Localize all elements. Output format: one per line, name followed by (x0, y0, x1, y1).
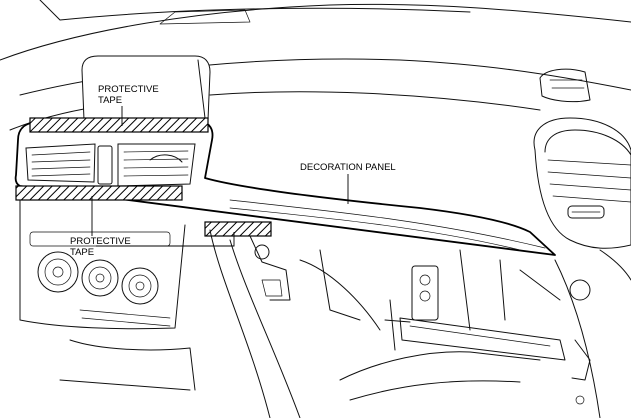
label-protective-tape-top-line1: PROTECTIVE (98, 84, 159, 95)
label-protective-tape-bottom-line1: PROTECTIVE (70, 236, 131, 247)
knob-center (81, 259, 119, 297)
knob-right (121, 267, 159, 305)
center-air-vents (25, 143, 196, 187)
protective-tape-top (29, 117, 209, 133)
label-protective-tape-bottom-line2: TAPE (70, 247, 94, 258)
label-protective-tape-top: PROTECTIVE TAPE (98, 84, 159, 126)
climate-control-panel (19, 199, 196, 391)
label-decoration-panel: DECORATION PANEL (300, 162, 396, 204)
label-decoration-panel-text: DECORATION PANEL (300, 162, 396, 173)
lower-dashboard (209, 229, 631, 418)
center-display (81, 55, 211, 121)
protective-tape-bottom-left (15, 185, 183, 201)
protective-tape-bottom-right (204, 221, 272, 237)
label-protective-tape-top-line2: TAPE (98, 95, 122, 106)
label-protective-tape-bottom: PROTECTIVE TAPE (70, 196, 235, 258)
knob-left (37, 251, 79, 293)
right-air-vent (533, 68, 631, 249)
